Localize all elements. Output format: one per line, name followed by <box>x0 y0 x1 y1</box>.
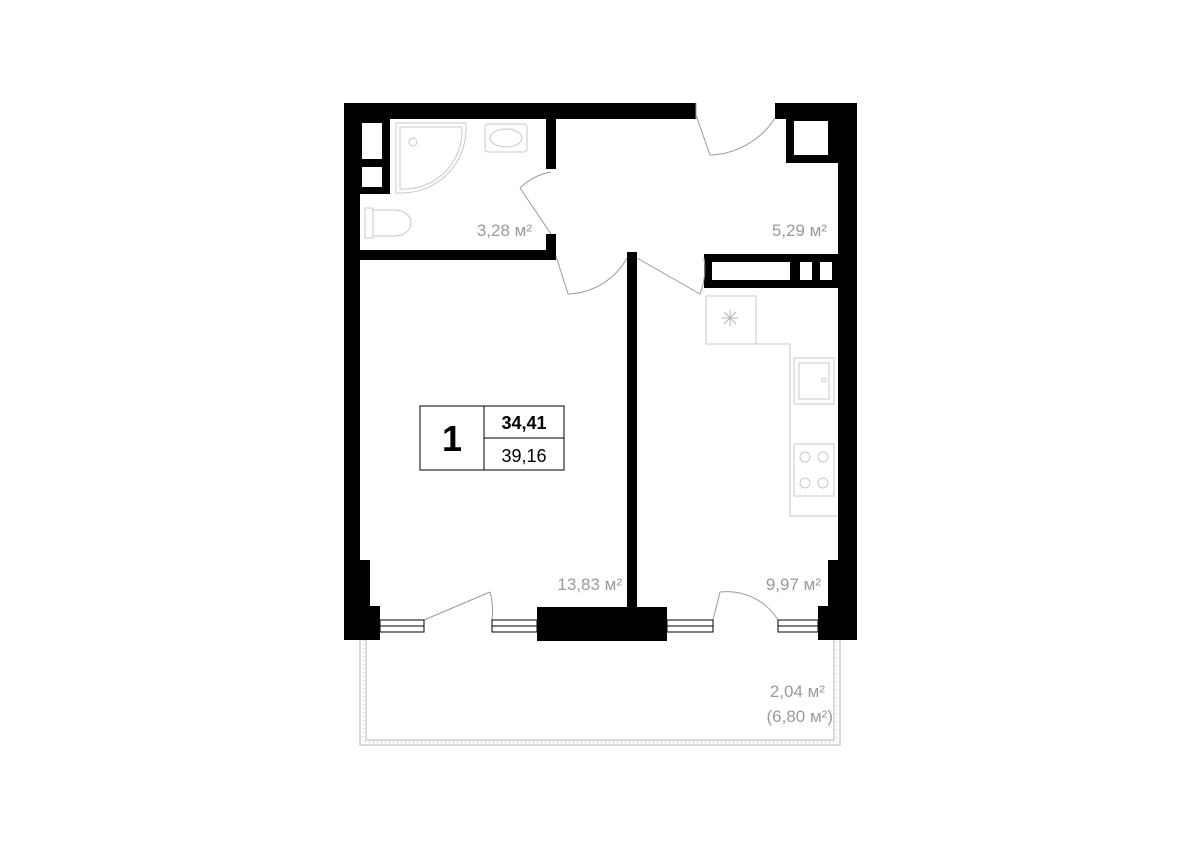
bathroom-area-label: 3,28 м² <box>477 221 532 240</box>
burner-icon <box>799 477 811 489</box>
balcony-area-label: 2,04 м² <box>770 682 825 701</box>
living-room-door <box>555 255 628 295</box>
apartment-summary: 1 34,41 39,16 <box>419 405 565 471</box>
kitchen-sink <box>793 357 835 405</box>
total-area-value: 39,16 <box>501 446 546 466</box>
hallway-area-label: 5,29 м² <box>772 221 827 240</box>
toilet-tank <box>364 207 374 239</box>
wall-bathroom-bottom <box>344 250 556 260</box>
stove <box>793 443 835 497</box>
living-area-value: 34,41 <box>501 413 546 433</box>
shower-drain-icon <box>408 137 418 147</box>
sink <box>484 123 528 153</box>
wall-partition-center <box>627 252 637 612</box>
wall-left-thick <box>344 560 370 640</box>
bathroom-door <box>519 171 552 235</box>
fridge-icon <box>722 310 738 326</box>
kitchen-door <box>636 257 706 295</box>
burner-icon <box>817 451 829 463</box>
kitchen-balcony-door <box>712 591 779 621</box>
wall-right-thick <box>828 560 857 640</box>
walls <box>344 103 857 641</box>
kitchen-fixtures <box>705 295 838 517</box>
living-balcony-door <box>423 591 494 621</box>
balcony <box>359 640 841 746</box>
kitchen-area-label: 9,97 м² <box>766 575 821 594</box>
wall-top-left <box>344 103 696 119</box>
balcony-full-area-label: (6,80 м²) <box>767 707 833 726</box>
bathroom-fixtures <box>364 122 528 239</box>
shower-tray <box>395 122 467 194</box>
wall-bottom-center <box>537 607 667 641</box>
rooms-count: 1 <box>442 418 462 459</box>
living-room-area-label: 13,83 м² <box>557 575 622 594</box>
entrance-door <box>695 114 776 156</box>
wall-left <box>344 103 360 640</box>
wall-bathroom-right <box>546 119 556 169</box>
toilet-bowl <box>372 209 412 237</box>
burner-icon <box>817 477 829 489</box>
windows <box>379 619 819 633</box>
wall-bathroom-right-low <box>546 234 556 260</box>
wall-right <box>838 103 857 640</box>
burner-icon <box>799 451 811 463</box>
doors <box>423 103 779 621</box>
